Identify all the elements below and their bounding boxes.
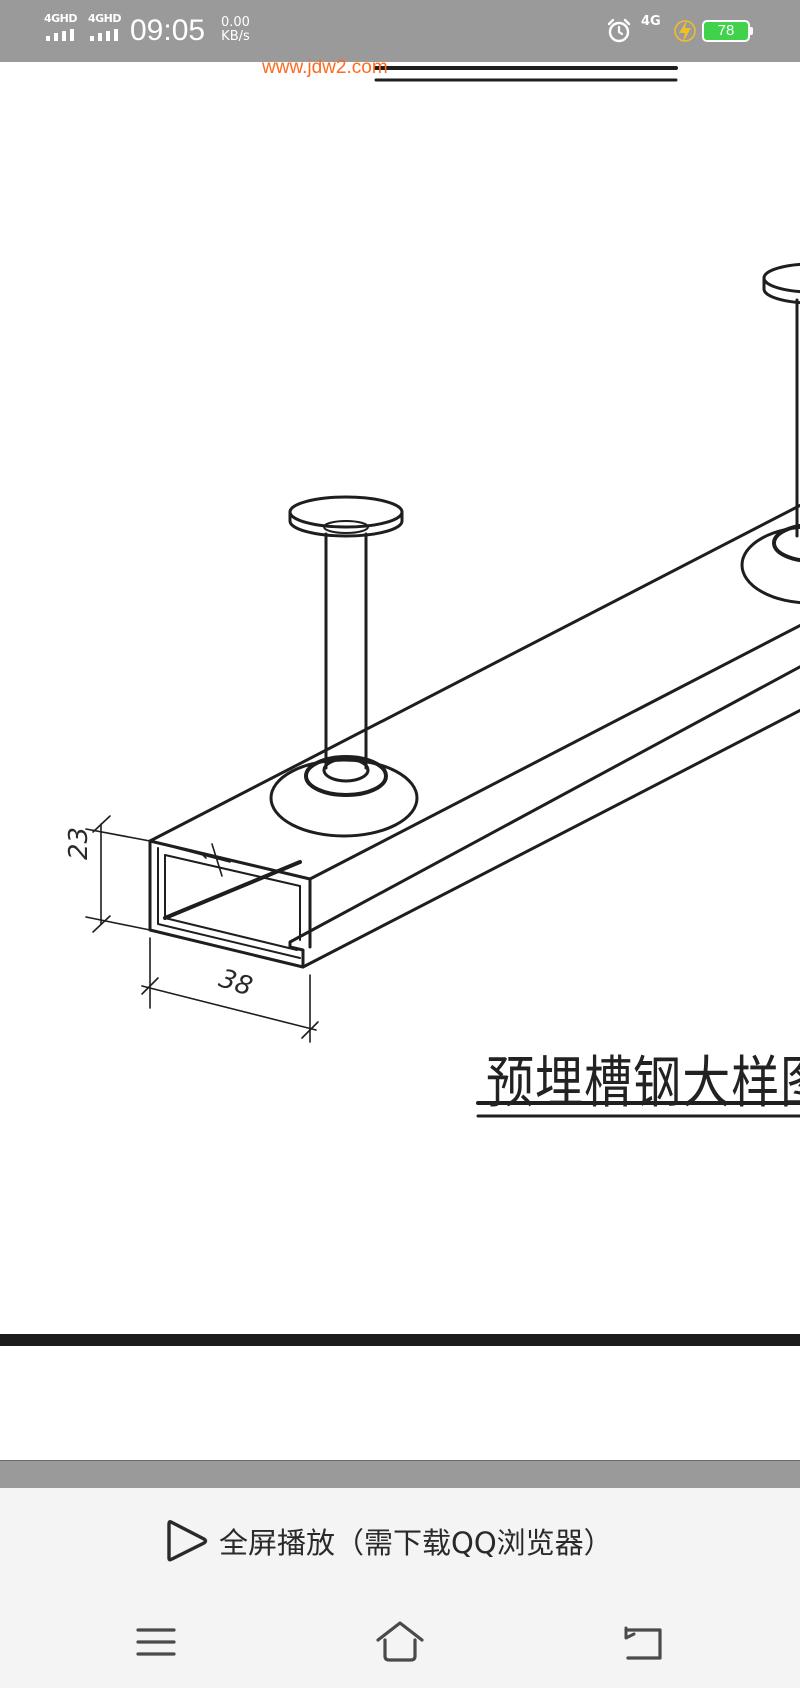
signal-strength-2: 4GHD	[88, 13, 124, 45]
network-type: 4G	[641, 15, 661, 29]
battery-icon: 78	[702, 20, 753, 42]
status-bar: 4GHD 4GHD 09:05 0.00 KB/s 4G 78	[0, 0, 800, 62]
charging-bolt-icon	[674, 20, 696, 42]
clock-time: 09:05	[130, 14, 206, 47]
network-type-label: 4G	[641, 14, 661, 29]
signal-icon	[90, 29, 122, 41]
network-speed-unit: KB/s	[221, 29, 250, 44]
menu-icon[interactable]	[126, 1612, 186, 1672]
network-speed: 0.00 KB/s	[221, 16, 250, 44]
fullscreen-play-button[interactable]: 全屏播放（需下载QQ浏览器）	[165, 1516, 613, 1566]
signal-strength-1: 4GHD	[44, 13, 80, 45]
back-icon[interactable]	[614, 1612, 674, 1672]
watermark-text: www.jdw2.com	[262, 57, 388, 78]
fullscreen-play-label: 全屏播放（需下载QQ浏览器）	[219, 1526, 613, 1560]
dimension-label-height: 23	[64, 826, 94, 860]
play-icon	[167, 1520, 208, 1562]
divider	[0, 1334, 800, 1346]
signal-network-label: 4GHD	[88, 12, 122, 25]
drawing-title: 预埋槽钢大样图	[486, 1051, 800, 1116]
gray-divider	[0, 1460, 800, 1489]
network-speed-value: 0.00	[221, 15, 250, 30]
signal-network-label: 4GHD	[44, 12, 78, 25]
battery-level: 78	[702, 20, 750, 42]
bottom-panel: 全屏播放（需下载QQ浏览器）	[0, 1488, 800, 1688]
alarm-icon	[607, 18, 631, 43]
signal-icon	[46, 29, 78, 41]
home-icon[interactable]	[370, 1612, 430, 1672]
channel-steel-drawing	[85, 66, 800, 1118]
